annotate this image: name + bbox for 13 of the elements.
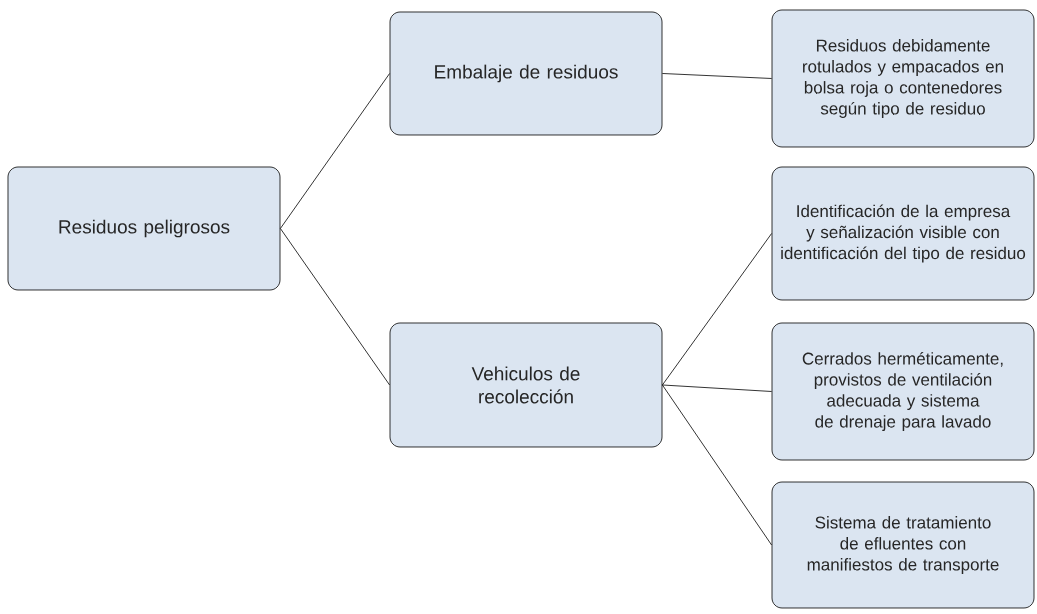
- connector-line: [280, 73, 390, 229]
- process-box: Identificación de la empresa y señalización visible con identificación del tipo de residuo: [771, 166, 1035, 301]
- process-box: Sistema de tratamiento de efluentes con manifiestos de transporte: [771, 481, 1035, 609]
- connector-line: [280, 228, 390, 386]
- process-box: Residuos debidamente rotulados y empacados en bolsa roja o contenedores según tipo de residuo: [771, 9, 1035, 148]
- connector-line: [662, 384, 772, 546]
- connector-line: [662, 384, 772, 392]
- connector-line: [662, 233, 772, 386]
- process-box: Residuos peligrosos: [7, 166, 281, 291]
- process-box: Embalaje de residuos: [389, 11, 663, 136]
- process-box: Vehiculos de recolección: [389, 322, 663, 448]
- connector-line: [662, 73, 772, 79]
- process-box: Cerrados herméticamente, provistos de ventilación adecuada y sistema de drenaje para lavado: [771, 322, 1035, 461]
